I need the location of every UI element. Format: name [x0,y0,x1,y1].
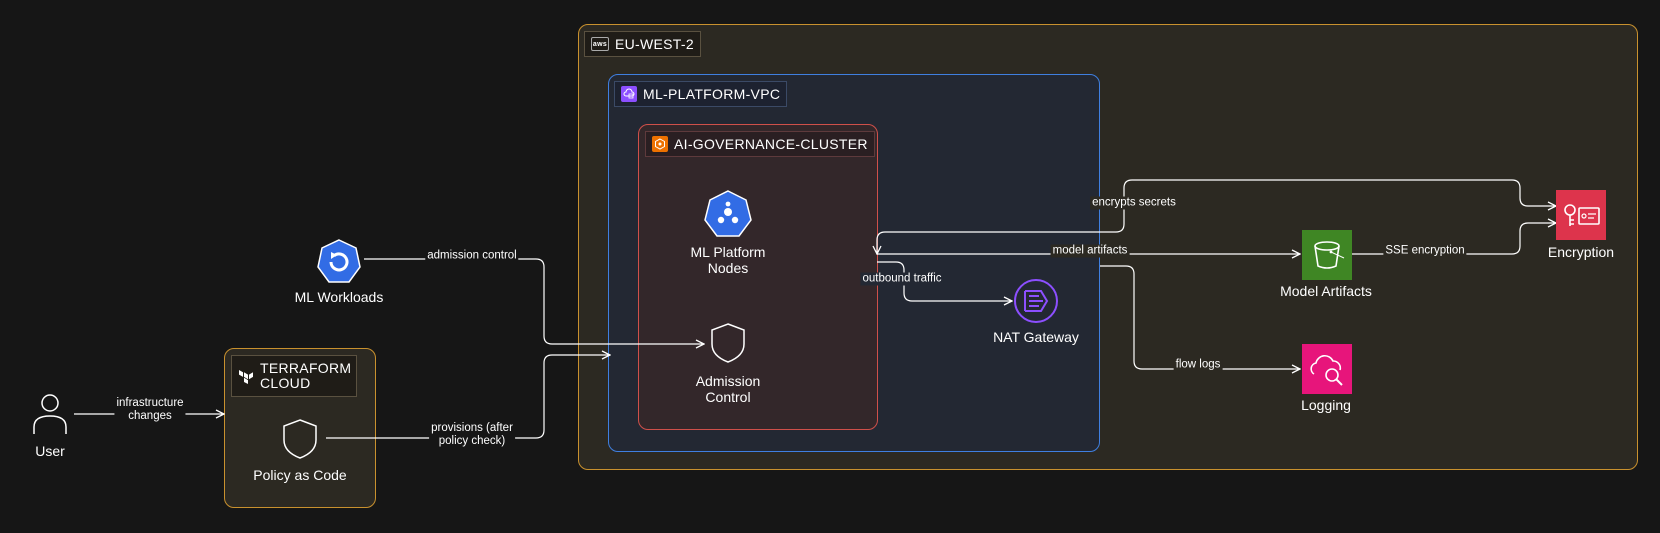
cluster-ai-governance [638,124,878,430]
policy-shield-icon[interactable] [282,418,318,460]
admission-shield-icon[interactable] [710,322,746,364]
edge-workloads-admission [364,258,704,344]
admission-control-label: Admission Control [695,373,761,405]
edge-label-sse-encryption: SSE encryption [1383,244,1467,258]
terraform-title: TERRAFORM CLOUD [260,360,352,391]
edge-label-outbound-traffic: outbound traffic [860,272,944,286]
ml-workloads-icon[interactable] [315,238,363,286]
user-label: User [35,443,65,459]
vpc-icon [621,86,637,102]
nat-gateway-icon[interactable] [1012,277,1060,325]
eks-cluster-icon [652,136,668,152]
vpc-label: ML-PLATFORM-VPC [614,81,788,107]
policy-as-code-label: Policy as Code [253,467,347,483]
model-artifacts-label: Model Artifacts [1280,283,1372,299]
region-label: aws EU-WEST-2 [584,31,701,57]
cluster-label: AI-GOVERNANCE-CLUSTER [645,131,875,157]
terraform-label: TERRAFORM CLOUD [231,355,357,397]
ml-platform-nodes-label: ML Platform Nodes [690,244,766,276]
edge-sse-encryption [1352,223,1556,255]
terraform-icon [238,368,254,384]
edge-label-flow-logs: flow logs [1173,358,1223,372]
logging-label: Logging [1301,397,1351,413]
cluster-title: AI-GOVERNANCE-CLUSTER [674,136,868,152]
aws-icon: aws [591,37,609,51]
edge-label-infrastructure-changes: infrastructure changes [114,397,186,423]
region-title: EU-WEST-2 [615,36,694,52]
encryption-label: Encryption [1547,244,1615,260]
edge-label-admission-control: admission control [425,249,519,263]
vpc-title: ML-PLATFORM-VPC [643,86,781,102]
edge-label-provisions: provisions (after policy check) [429,422,515,448]
ml-workloads-label: ML Workloads [294,289,384,305]
nat-gateway-label: NAT Gateway [993,329,1079,345]
s3-bucket-icon[interactable] [1302,230,1352,280]
kubernetes-nodes-icon[interactable] [703,190,753,240]
edge-encrypts-secrets-branch [877,179,1133,254]
edge-label-encrypts-secrets: encrypts secrets [1090,196,1178,210]
edge-encrypts-secrets [1132,179,1556,206]
edge-label-model-artifacts: model artifacts [1050,244,1130,258]
edge-flow-logs [1100,265,1300,369]
user-icon[interactable] [32,392,68,434]
edge-policy-cluster [326,355,610,439]
kms-key-icon[interactable] [1556,190,1606,240]
cloudwatch-logging-icon[interactable] [1302,344,1352,394]
